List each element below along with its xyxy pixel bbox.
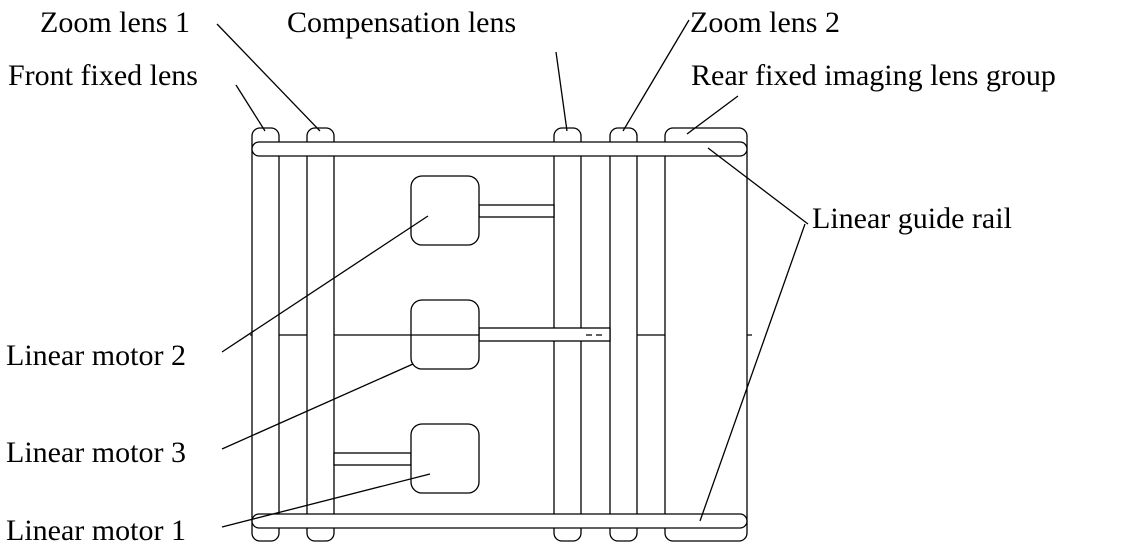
leader-zoom-lens-1 [216, 23, 321, 132]
label-zoom-lens-2: Zoom lens 2 [690, 6, 840, 39]
zoom-lens-2-element [609, 127, 638, 542]
motor-1-rod [333, 452, 412, 466]
linear-motor-1 [410, 423, 480, 494]
label-compensation-lens: Compensation lens [287, 6, 516, 39]
leader-rear-fixed-group [686, 95, 739, 135]
label-linear-motor-1: Linear motor 1 [6, 514, 186, 547]
zoom-lens-1-element [306, 127, 335, 542]
leader-linear-motor-2 [221, 215, 429, 353]
label-front-fixed-lens: Front fixed lens [8, 59, 198, 92]
linear-guide-rail-bottom [251, 513, 748, 529]
leader-guide-rail-bottom [699, 223, 806, 522]
leader-compensation-lens [555, 51, 568, 132]
leader-linear-motor-3 [221, 363, 414, 450]
leader-guide-rail-top [707, 147, 809, 225]
label-linear-guide-rail: Linear guide rail [812, 202, 1012, 235]
label-linear-motor-2: Linear motor 2 [6, 339, 186, 372]
label-linear-motor-3: Linear motor 3 [6, 436, 186, 469]
label-zoom-lens-1: Zoom lens 1 [40, 6, 190, 39]
label-rear-fixed-imaging-lens-group: Rear fixed imaging lens group [691, 59, 1056, 92]
leader-linear-motor-1 [221, 473, 431, 528]
linear-guide-rail-top [251, 141, 748, 157]
linear-motor-2 [410, 175, 480, 246]
leader-zoom-lens-2 [622, 19, 690, 132]
motor-2-rod [478, 204, 555, 218]
leader-front-fixed-lens [235, 84, 266, 132]
front-fixed-lens-element [251, 127, 280, 542]
rear-fixed-imaging-lens-group-element [664, 127, 748, 542]
